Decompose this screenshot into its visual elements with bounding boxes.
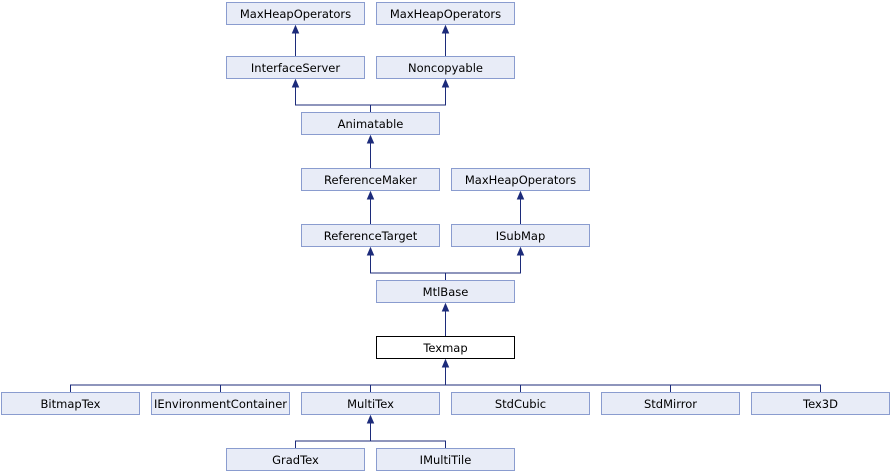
edge-imultitile-to-multitex: [370, 421, 446, 448]
node-box: [451, 168, 590, 191]
node-box: [301, 112, 440, 135]
node-interface-server[interactable]: InterfaceServer: [226, 56, 365, 79]
node-label: ReferenceTarget: [324, 229, 418, 243]
node-reference-maker[interactable]: ReferenceMaker: [301, 168, 440, 191]
edge-stdmirror-to-texmap: [445, 365, 671, 392]
node-box: [301, 392, 440, 415]
arrowhead-multitex: [366, 414, 375, 424]
node-label: Animatable: [338, 117, 404, 131]
node-maxheap-a[interactable]: MaxHeapOperators: [226, 2, 365, 25]
arrowhead-reference_maker: [366, 190, 375, 200]
node-box: [451, 392, 590, 415]
arrowhead-texmap: [441, 358, 450, 368]
arrowhead-maxheap_c: [516, 190, 525, 200]
node-isubmap[interactable]: ISubMap: [451, 224, 590, 247]
edge-gradtex-to-multitex: [295, 421, 371, 448]
arrowhead-reference_target: [366, 246, 375, 256]
edge-mtlbase-to-reference_target: [370, 253, 446, 280]
node-label: ReferenceMaker: [324, 173, 417, 187]
node-box: [376, 448, 515, 471]
node-label: IEnvironmentContainer: [154, 397, 287, 411]
node-maxheap-c[interactable]: MaxHeapOperators: [451, 168, 590, 191]
arrowhead-maxheap_a: [291, 24, 300, 34]
edge-animatable-to-noncopyable: [370, 85, 446, 112]
node-box: [226, 448, 365, 471]
node-label: MtlBase: [423, 285, 469, 299]
node-label: InterfaceServer: [251, 61, 340, 75]
node-label: MaxHeapOperators: [240, 7, 351, 21]
node-stdcubic[interactable]: StdCubic: [451, 392, 590, 415]
node-label: GradTex: [272, 453, 319, 467]
node-texmap[interactable]: Texmap: [376, 336, 515, 359]
node-multitex[interactable]: MultiTex: [301, 392, 440, 415]
edge-stdcubic-to-texmap: [445, 365, 521, 392]
node-label: MaxHeapOperators: [465, 173, 576, 187]
node-box: [226, 56, 365, 79]
node-stdmirror[interactable]: StdMirror: [601, 392, 740, 415]
node-tex3d[interactable]: Tex3D: [751, 392, 890, 415]
node-label: StdCubic: [495, 397, 546, 411]
arrowhead-isubmap: [516, 246, 525, 256]
node-box: [376, 56, 515, 79]
edge-multitex-to-texmap: [370, 365, 446, 392]
node-bitmaptex[interactable]: BitmapTex: [1, 392, 140, 415]
node-box: [451, 224, 590, 247]
node-label: IMultiTile: [420, 453, 472, 467]
node-label: MaxHeapOperators: [390, 7, 501, 21]
edge-ienvironment_container-to-texmap: [220, 365, 446, 392]
edge-tex3d-to-texmap: [445, 365, 821, 392]
node-box: [301, 224, 440, 247]
edge-animatable-to-interface_server: [295, 85, 371, 112]
node-mtlbase[interactable]: MtlBase: [376, 280, 515, 303]
arrowhead-noncopyable: [441, 78, 450, 88]
node-reference-target[interactable]: ReferenceTarget: [301, 224, 440, 247]
node-box: [376, 336, 515, 359]
node-box: [601, 392, 740, 415]
node-label: ISubMap: [496, 229, 546, 243]
node-box: [376, 280, 515, 303]
node-label: BitmapTex: [41, 397, 101, 411]
arrowhead-interface_server: [291, 78, 300, 88]
arrowhead-maxheap_b: [441, 24, 450, 34]
node-imultitile[interactable]: IMultiTile: [376, 448, 515, 471]
node-maxheap-b[interactable]: MaxHeapOperators: [376, 2, 515, 25]
node-gradtex[interactable]: GradTex: [226, 448, 365, 471]
node-label: Tex3D: [802, 397, 838, 411]
node-box: [1, 392, 140, 415]
node-label: Texmap: [422, 341, 467, 355]
node-animatable[interactable]: Animatable: [301, 112, 440, 135]
edges-layer: [70, 24, 821, 448]
node-ienvironment-container[interactable]: IEnvironmentContainer: [151, 392, 290, 415]
node-box: [226, 2, 365, 25]
arrowhead-mtlbase: [441, 302, 450, 312]
node-label: MultiTex: [347, 397, 394, 411]
node-box: [376, 2, 515, 25]
node-noncopyable[interactable]: Noncopyable: [376, 56, 515, 79]
node-box: [301, 168, 440, 191]
arrowhead-animatable: [366, 134, 375, 144]
node-label: StdMirror: [644, 397, 697, 411]
edge-mtlbase-to-isubmap: [445, 253, 521, 280]
node-label: Noncopyable: [408, 61, 483, 75]
edge-bitmaptex-to-texmap: [70, 365, 446, 392]
node-box: [151, 392, 290, 415]
